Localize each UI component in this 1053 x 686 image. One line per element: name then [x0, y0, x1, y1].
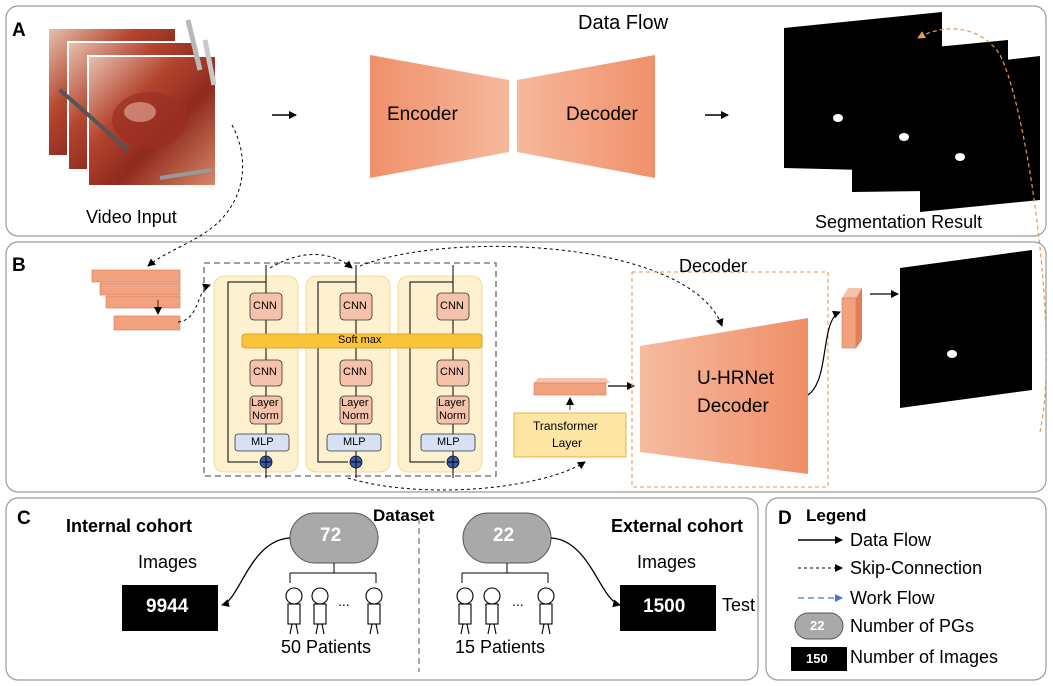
layer-label-1: Layer	[251, 397, 279, 409]
legend-item-pgs: Number of PGs	[850, 616, 975, 636]
cnn-label-2: CNN	[343, 300, 367, 312]
cnn-row-2	[249, 359, 470, 387]
feature-pyramid	[91, 269, 181, 331]
transformer-label-line1: Transformer	[533, 419, 598, 433]
legend-title: Legend	[806, 506, 867, 525]
cnn-label-3: CNN	[440, 300, 464, 312]
layer-label-2: Layer	[341, 397, 369, 409]
uhrnet-shape	[640, 318, 808, 474]
legend-item-skip: Skip-Connection	[850, 558, 983, 578]
cnn-label-5: CNN	[343, 366, 367, 378]
encoder-column-wiring	[227, 265, 454, 478]
mlp-label-2: MLP	[343, 436, 366, 448]
residual-add-icons	[259, 455, 460, 469]
external-images-label: Images	[637, 552, 697, 572]
panel-d-frame	[765, 497, 1047, 681]
mlp-row	[234, 433, 476, 452]
internal-images-count: 9944	[146, 596, 189, 617]
external-images-box	[620, 585, 716, 631]
panel-c-frame	[5, 497, 759, 681]
skip-arc-to-decoder	[359, 245, 724, 327]
uhrnet-label-line1: U-HRNet	[697, 368, 775, 389]
external-cohort-title: External cohort	[611, 516, 744, 536]
legend-item-dataflow: Data Flow	[850, 530, 932, 550]
norm-label-1: Norm	[252, 410, 279, 422]
panel-b-frame	[5, 241, 1047, 493]
decoder-title-b: Decoder	[679, 256, 748, 276]
norm-label-3: Norm	[439, 410, 466, 422]
external-ellipsis: ...	[512, 593, 524, 609]
final-segmentation-mask	[900, 250, 1032, 408]
skip-arc-small	[269, 254, 353, 269]
mask-blob	[947, 350, 957, 358]
patient-figures	[285, 587, 555, 635]
external-pg-count: 22	[493, 525, 515, 546]
cnn-label-4: CNN	[253, 366, 277, 378]
segmentation-masks	[784, 12, 1040, 212]
legend-pg-sample: 22	[810, 618, 825, 633]
external-patients-label: 15 Patients	[455, 637, 546, 657]
external-curve-arrow	[550, 537, 621, 608]
legend-item-images: Number of Images	[850, 647, 999, 667]
test-label: Test	[722, 595, 756, 615]
internal-curve-arrow	[221, 537, 291, 607]
decoder-output-slab	[841, 288, 862, 349]
uhrnet-label-line2: Decoder	[697, 396, 769, 417]
panel-a-frame	[5, 5, 1047, 237]
external-images-count: 1500	[643, 596, 686, 617]
legend-images-sample: 150	[806, 651, 828, 666]
panel-d-letter: D	[778, 508, 792, 529]
video-input-label: Video Input	[86, 207, 177, 227]
decoder-shape	[517, 55, 655, 178]
legend-images-box	[791, 647, 847, 671]
transformer-output-slab	[533, 378, 610, 396]
layer-label-3: Layer	[438, 397, 466, 409]
decoder-to-output-curve	[807, 310, 841, 396]
legend-item-workflow: Work Flow	[850, 588, 935, 608]
dataset-title: Dataset	[373, 506, 435, 525]
panel-a-letter: A	[12, 20, 26, 41]
cnn-label-1: CNN	[253, 300, 277, 312]
mlp-label-3: MLP	[437, 436, 460, 448]
internal-patients-label: 50 Patients	[281, 637, 372, 657]
segmentation-result-label: Segmentation Result	[815, 212, 983, 232]
softmax-bar	[241, 333, 483, 349]
internal-ellipsis: ...	[338, 593, 350, 609]
legend-pg-pill	[794, 612, 844, 640]
video-frames	[47, 19, 217, 187]
cnn-label-6: CNN	[440, 366, 464, 378]
decoder-box	[631, 271, 829, 488]
panel-a-title: Data Flow	[578, 12, 669, 34]
softmax-label: Soft max	[338, 334, 382, 346]
panel-b-letter: B	[12, 255, 26, 276]
norm-label-2: Norm	[342, 410, 369, 422]
panel-c-letter: C	[17, 508, 31, 529]
internal-pg-count: 72	[320, 525, 342, 546]
cnn-row-1	[249, 292, 470, 321]
mlp-label-1: MLP	[251, 436, 274, 448]
decoder-label-a: Decoder	[566, 104, 638, 125]
internal-images-label: Images	[138, 552, 198, 572]
encoder-shape	[370, 55, 509, 178]
patient-brackets	[289, 563, 549, 583]
transformer-layer-box	[513, 412, 627, 458]
internal-images-box	[122, 585, 218, 631]
input-to-transformer-arrow	[177, 283, 211, 323]
internal-cohort-title: Internal cohort	[66, 516, 193, 536]
layernorm-row	[249, 395, 470, 425]
transformer-label-line2: Layer	[552, 436, 583, 450]
encoder-label: Encoder	[387, 104, 458, 125]
